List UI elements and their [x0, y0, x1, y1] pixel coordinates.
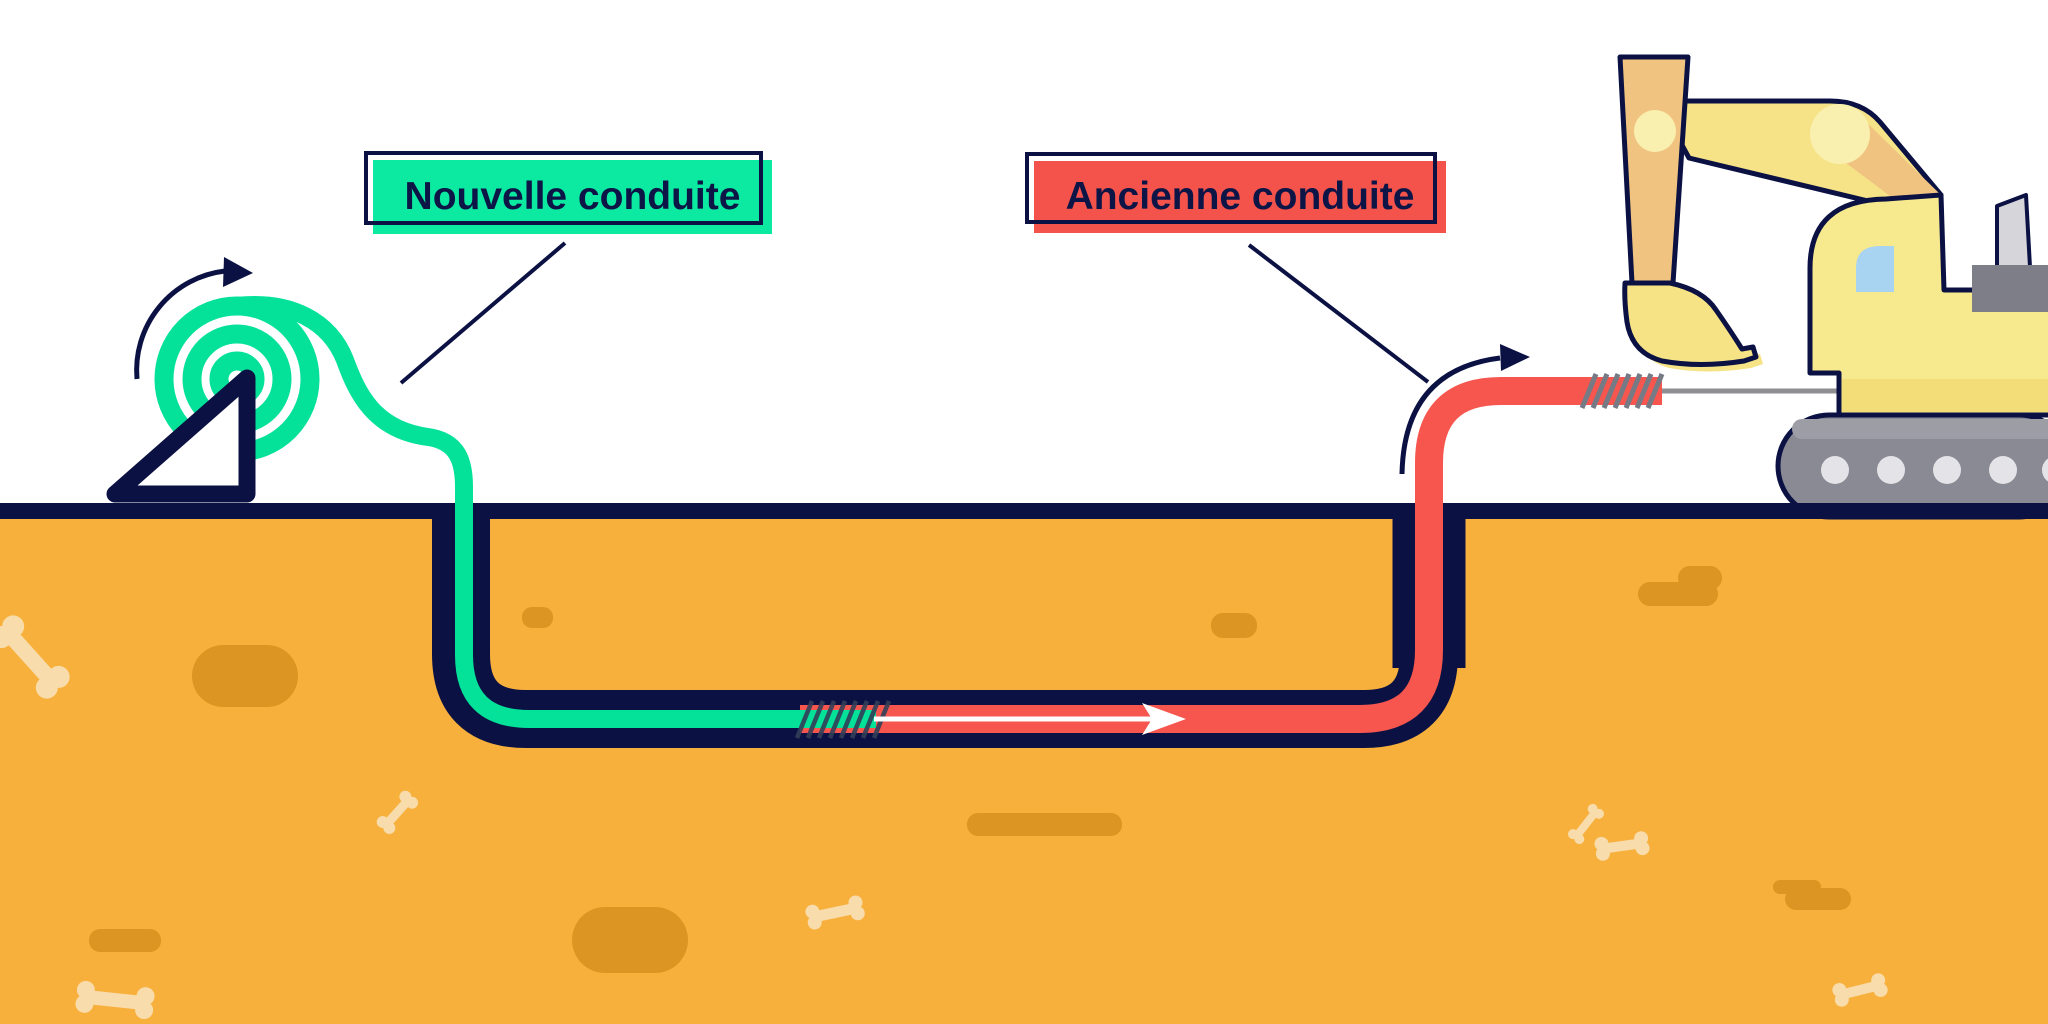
coil-stand	[106, 369, 256, 503]
excavator-arm	[1617, 54, 1691, 286]
bone	[805, 895, 865, 930]
cab-window	[1856, 246, 1894, 292]
pull-arrow-icon	[1399, 344, 1530, 475]
bone	[1832, 973, 1888, 1007]
label-new-pipe-text: Nouvelle conduite	[404, 175, 741, 218]
buried-bones	[0, 615, 1888, 1020]
soil-blob	[967, 813, 1122, 836]
bone	[75, 980, 155, 1020]
label-old-pipe-text: Ancienne conduite	[1065, 175, 1415, 218]
new-pipe-pointer-line	[399, 241, 567, 385]
track-wheels	[1821, 456, 2048, 484]
excavator	[1617, 54, 2048, 418]
soil-blob	[572, 907, 688, 973]
label-old-pipe: Ancienne conduite	[1025, 152, 1446, 233]
new-pipe	[236, 296, 876, 728]
exhaust-stack	[1995, 193, 2032, 269]
bone	[376, 790, 419, 834]
arm-joint	[1634, 110, 1676, 152]
flow-arrow-icon	[874, 703, 1186, 735]
old-pipe-pointer-line	[1247, 243, 1430, 384]
arm-joint	[1810, 104, 1870, 164]
body-lower-band	[1842, 379, 2048, 412]
rotation-arrow-icon	[134, 257, 253, 380]
track-top-band	[1792, 419, 2048, 439]
pipe-clamp-hatch	[1579, 373, 1665, 409]
new-pipe-coil	[106, 296, 320, 503]
excavator-bucket	[1622, 280, 1759, 367]
engine-block	[1972, 265, 2048, 312]
label-new-pipe: Nouvelle conduite	[364, 151, 772, 234]
soil-blob	[192, 645, 298, 707]
soil-blob	[522, 607, 553, 628]
soil-blob	[1211, 613, 1257, 638]
soil-blob	[1785, 888, 1851, 910]
bone	[1594, 831, 1650, 861]
soil-ground	[0, 511, 2048, 1024]
label-old-pipe-outline	[1025, 152, 1437, 224]
soil-blob	[89, 929, 161, 952]
excavator-tracks	[1775, 412, 2048, 520]
soil-blob	[1638, 582, 1718, 606]
label-new-pipe-outline	[364, 151, 763, 225]
ground-surface-line	[0, 503, 2048, 519]
old-pipe	[800, 377, 1662, 733]
bone	[0, 615, 70, 699]
bone	[1567, 803, 1605, 845]
soil-blobs	[89, 566, 1851, 973]
